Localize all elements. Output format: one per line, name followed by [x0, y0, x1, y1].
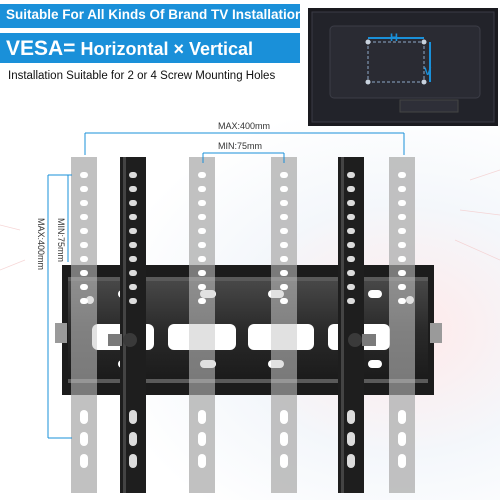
vesa-formula: Horizontal × Vertical [75, 39, 254, 59]
tv-back-illustration [308, 8, 498, 126]
min-height-label: MIN:75mm [56, 218, 66, 263]
vesa-banner: VESA= Horizontal × Vertical [0, 33, 300, 63]
vesa-title: VESA= Horizontal × Vertical [6, 37, 253, 61]
header-title: Suitable For All Kinds Of Brand TV Insta… [6, 7, 304, 22]
max-height-label: MAX:400mm [36, 218, 46, 271]
header-banner: Suitable For All Kinds Of Brand TV Insta… [0, 4, 304, 28]
h-label: H [390, 32, 398, 44]
install-note: Installation Suitable for 2 or 4 Screw M… [8, 70, 276, 82]
arm-dark-holes [129, 172, 355, 468]
tilt-knobs [108, 333, 376, 347]
dimension-lines [47, 132, 405, 439]
light-streaks [0, 169, 500, 271]
arm-holes [80, 172, 406, 468]
v-label: V [424, 66, 432, 78]
vesa-prefix: VESA= [6, 37, 76, 60]
tv-back-inset: H V [308, 8, 498, 126]
min-width-label: MIN:75mm [218, 141, 263, 151]
wall-plate [55, 265, 442, 395]
arm-dark-right [338, 157, 364, 493]
max-width-label: MAX:400mm [218, 121, 271, 131]
